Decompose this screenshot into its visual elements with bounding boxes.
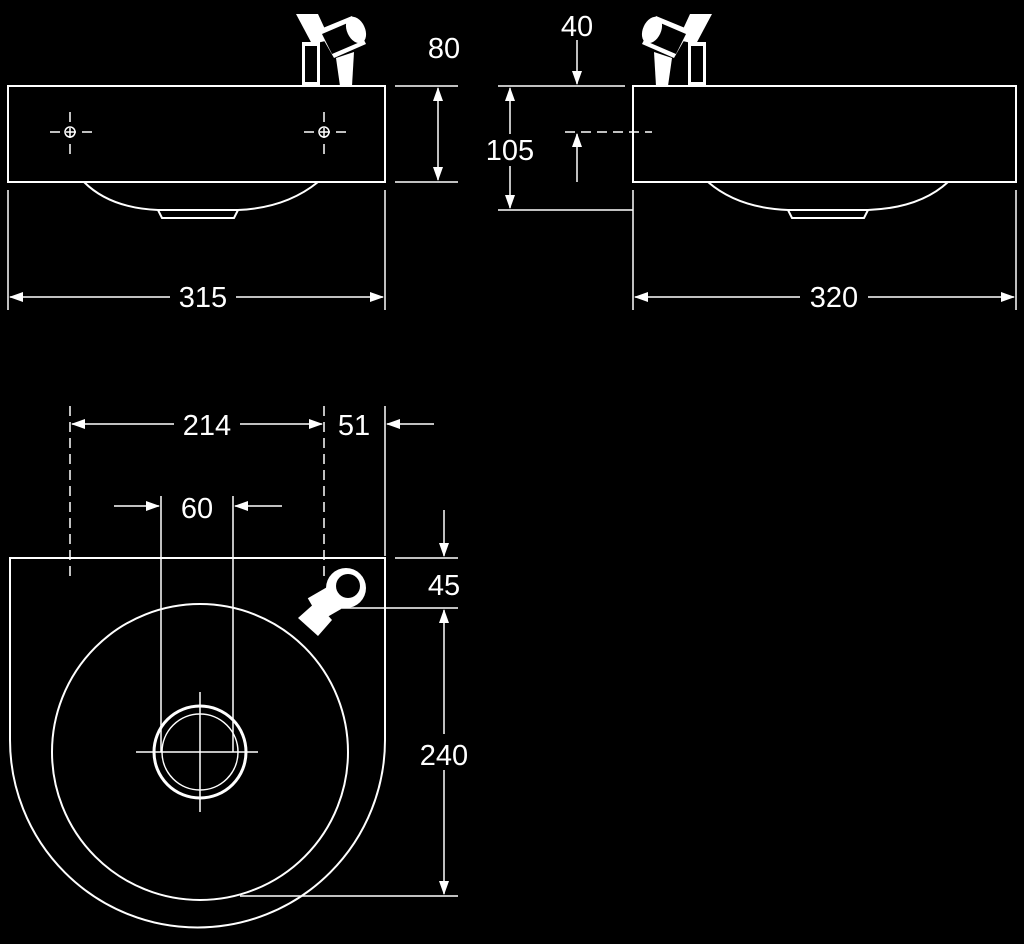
front-basin <box>83 181 319 211</box>
top-bubbler <box>298 568 366 636</box>
top-basin <box>51 603 349 901</box>
front-view: 315 80 <box>7 14 460 314</box>
dim-top-spout-offset: 51 <box>338 410 370 442</box>
top-view: 214 51 60 45 240 <box>9 406 468 929</box>
dim-top-spout-depth: 45 <box>428 570 460 602</box>
top-outline <box>9 557 386 929</box>
side-view: 320 105 40 <box>486 11 1017 314</box>
dim-side-width: 320 <box>810 282 858 314</box>
front-mount-hole-left <box>50 112 92 154</box>
front-drain <box>157 209 239 219</box>
front-bubbler <box>296 14 367 86</box>
side-drain <box>787 209 869 219</box>
front-body <box>7 85 386 183</box>
front-mount-hole-right <box>304 112 346 154</box>
side-body <box>632 85 1017 183</box>
dim-side-offset: 40 <box>561 11 593 43</box>
side-basin <box>707 181 949 211</box>
dim-front-width: 315 <box>179 282 227 314</box>
dim-top-depth: 240 <box>420 740 468 772</box>
dim-top-drain-width: 60 <box>181 493 213 525</box>
dim-front-height: 80 <box>428 33 460 65</box>
dim-top-width: 214 <box>183 410 231 442</box>
side-bubbler <box>641 14 712 86</box>
dim-side-height: 105 <box>486 135 534 167</box>
